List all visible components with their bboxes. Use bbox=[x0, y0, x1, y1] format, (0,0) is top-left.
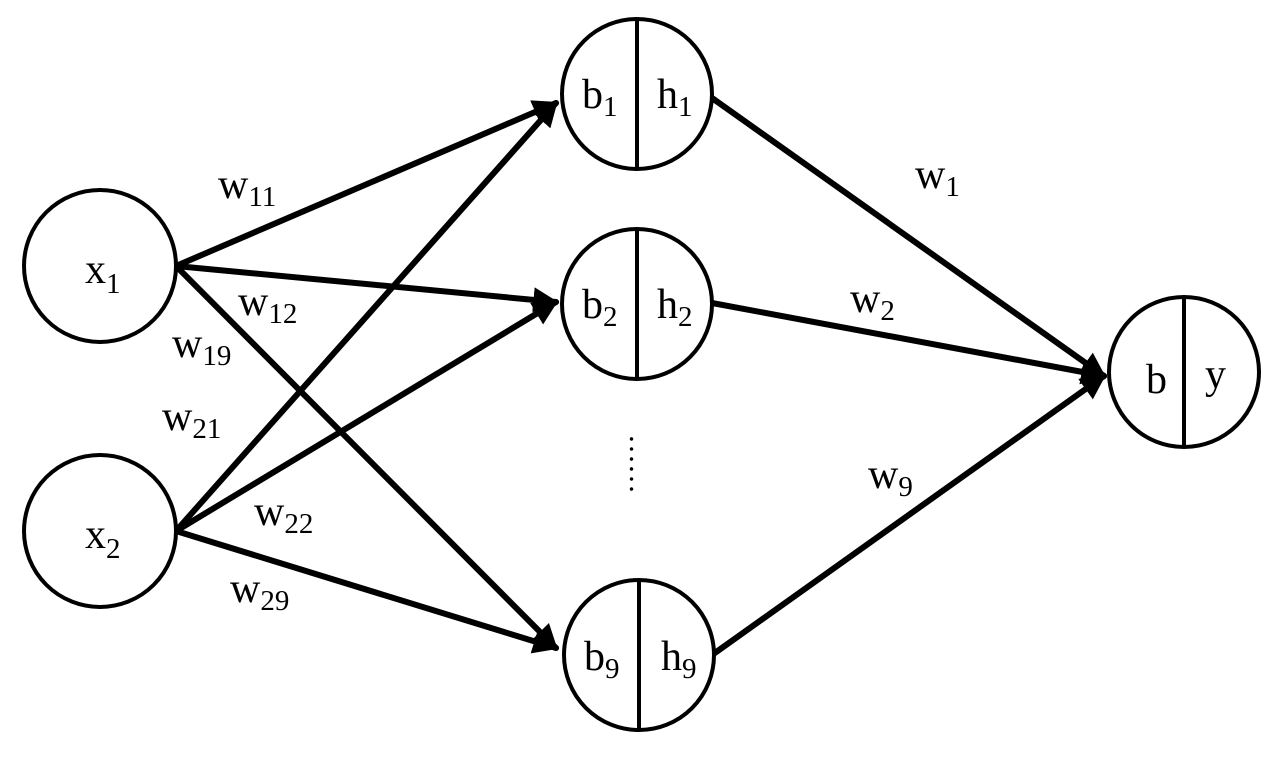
edge-x1-h9 bbox=[173, 263, 559, 651]
weight-w1: w1 bbox=[915, 152, 960, 203]
input-weight-labels: w11 w12 w19 w21 w22 w29 bbox=[162, 162, 313, 617]
bias-letter: b bbox=[584, 634, 605, 680]
svg-text:b9: b9 bbox=[584, 634, 620, 685]
input-letter: x bbox=[85, 247, 106, 293]
input-node-x1: x1 bbox=[22, 188, 178, 344]
input-edges bbox=[173, 100, 559, 654]
activation-subscript: 1 bbox=[678, 91, 693, 123]
output-edges bbox=[709, 95, 1107, 658]
edge-x2-h1 bbox=[173, 100, 559, 534]
svg-text:x1: x1 bbox=[85, 247, 121, 300]
edge-x2-h2 bbox=[173, 299, 559, 534]
activation-subscript: 9 bbox=[682, 653, 697, 685]
input-letter: x bbox=[85, 512, 106, 558]
edge-h1-y bbox=[709, 95, 1107, 379]
activation-subscript: 2 bbox=[678, 301, 693, 333]
edge-h2-y bbox=[709, 300, 1107, 385]
output-node: b y bbox=[1107, 295, 1261, 449]
weight-w22: w22 bbox=[254, 489, 313, 540]
hidden-node-2: b2 h2 bbox=[560, 227, 714, 381]
activation-letter: h bbox=[657, 282, 678, 328]
hidden-ellipsis: …… bbox=[623, 434, 656, 494]
svg-text:b1: b1 bbox=[582, 72, 618, 123]
output-weight-labels: w1 w2 w9 bbox=[850, 152, 960, 503]
hidden-node-9: b9 h9 bbox=[562, 578, 716, 732]
bias-subscript: 1 bbox=[603, 91, 618, 123]
weight-w11: w11 bbox=[218, 162, 276, 213]
weight-w2: w2 bbox=[850, 276, 895, 327]
bias-letter: b bbox=[582, 72, 603, 118]
activation-letter: h bbox=[657, 72, 678, 118]
weight-w12: w12 bbox=[238, 279, 297, 330]
svg-text:x2: x2 bbox=[85, 512, 121, 565]
edge-x2-h9 bbox=[173, 528, 559, 654]
weight-w29: w29 bbox=[230, 566, 289, 617]
svg-text:b2: b2 bbox=[582, 282, 618, 333]
activation-letter: h bbox=[661, 634, 682, 680]
input-node-x2: x2 bbox=[22, 453, 178, 609]
input-subscript: 1 bbox=[106, 268, 121, 300]
output-bias: b bbox=[1146, 357, 1167, 403]
hidden-node-1: b1 h1 bbox=[560, 17, 714, 171]
weight-w9: w9 bbox=[868, 452, 913, 503]
output-value: y bbox=[1205, 352, 1226, 398]
input-subscript: 2 bbox=[106, 533, 121, 565]
bias-subscript: 9 bbox=[605, 653, 620, 685]
svg-text:h9: h9 bbox=[661, 634, 697, 685]
edge-x1-h2 bbox=[173, 263, 559, 313]
svg-text:h2: h2 bbox=[657, 282, 693, 333]
svg-text:h1: h1 bbox=[657, 72, 693, 123]
bias-subscript: 2 bbox=[603, 301, 618, 333]
bias-letter: b bbox=[582, 282, 603, 328]
weight-w19: w19 bbox=[172, 321, 231, 372]
edge-h9-y bbox=[709, 373, 1107, 658]
edge-x1-h1 bbox=[173, 100, 559, 269]
weight-w21: w21 bbox=[162, 394, 221, 445]
